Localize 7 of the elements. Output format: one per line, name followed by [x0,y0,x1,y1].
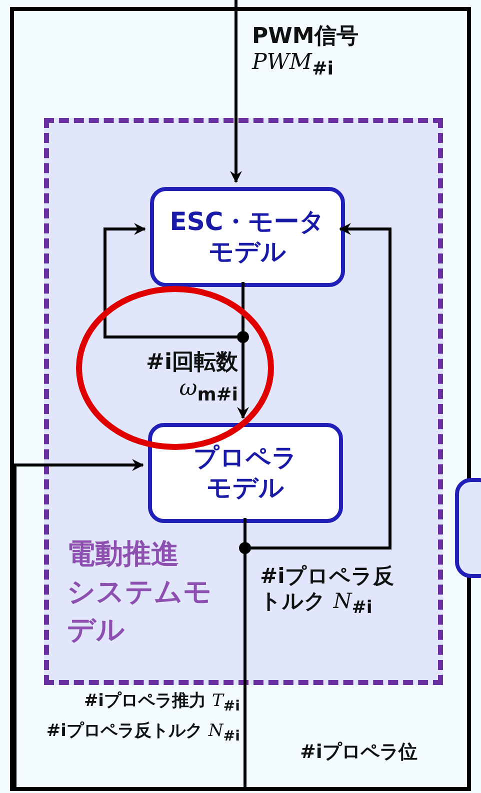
group-title: 電動推進システムモデル [67,536,213,648]
arrow [230,0,242,183]
model-box: プロペラモデル [148,423,343,523]
arrow [14,459,144,789]
signal-label: #iプロペラ位 [300,742,418,764]
system-group [44,118,443,685]
model-box: ESC・モータモデル [150,187,345,287]
